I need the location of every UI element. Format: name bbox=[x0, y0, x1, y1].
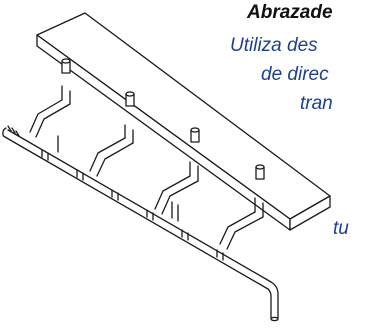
branch-pipes bbox=[29, 99, 264, 250]
end-elbow bbox=[267, 281, 279, 322]
pipe-brackets bbox=[57, 135, 179, 222]
board-stud-2 bbox=[125, 91, 135, 107]
board-stud-3 bbox=[190, 127, 200, 143]
pipe-drops bbox=[61, 85, 264, 218]
board-stud-4 bbox=[255, 164, 265, 180]
board-stud-1 bbox=[61, 58, 71, 74]
main-pipe bbox=[2, 125, 272, 290]
mounting-board bbox=[36, 12, 331, 231]
